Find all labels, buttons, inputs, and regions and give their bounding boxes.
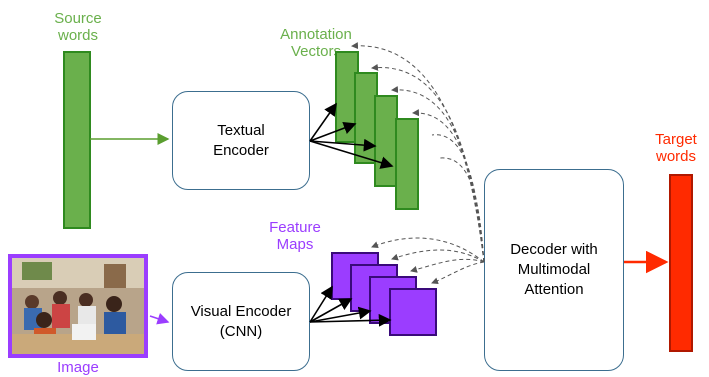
annotation-vectors-label: Annotation Vectors [268,26,364,60]
decoder-line3: Attention [524,281,584,298]
annotation-vector-3 [374,95,398,187]
annotation-vector-2 [354,72,378,164]
image-to-encoder-arrow [149,312,170,325]
target-words-label: Target words [646,131,706,165]
attention-arrows-visual [371,237,485,285]
annotation-line1: Annotation [280,26,352,43]
visual-encoder-line2: (CNN) [219,322,263,340]
feature-maps-line2: Maps [276,236,314,253]
feature-maps-label: Feature Maps [262,219,328,253]
source-words-label: Source words [48,10,108,44]
visual-encoder-arrows [309,285,392,327]
source-words-line1: Source [54,10,102,27]
visual-encoder-box: Visual Encoder (CNN) [172,272,310,371]
textual-encoder-line1: Textual [217,121,265,139]
target-words-line1: Target [655,131,697,148]
feature-map-4 [389,288,437,336]
target-words-bar [669,174,693,352]
image-label: Image [57,359,99,376]
classroom-photo-icon [12,258,144,354]
target-words-line2: words [655,148,696,165]
source-words-bar [63,51,91,229]
decoder-line2: Multimodal [517,261,591,278]
attention-arrows-text [351,42,485,263]
decoder-box: Decoder with Multimodal Attention [484,169,624,371]
decoder-line1: Decoder with [510,241,598,258]
textual-encoder-line2: Encoder [213,141,269,159]
annotation-vector-4 [395,118,419,210]
visual-encoder-line1: Visual Encoder [190,302,292,320]
feature-maps-line1: Feature [269,219,321,236]
textual-encoder-arrows [309,102,394,169]
source-words-line2: words [57,27,98,44]
annotation-line2: Vectors [290,43,342,60]
textual-encoder-box: Textual Encoder [172,91,310,190]
input-image [8,254,148,358]
